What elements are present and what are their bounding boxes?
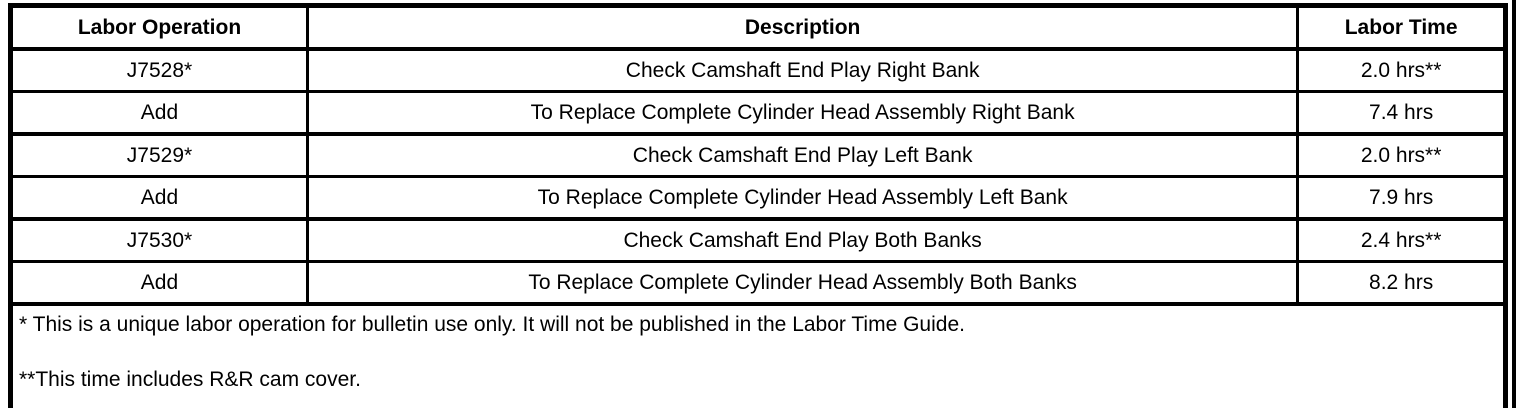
labor-operation-cell: Add xyxy=(9,260,309,306)
labor-time-cell: 7.4 hrs xyxy=(1296,90,1507,136)
description-cell: To Replace Complete Cylinder Head Assemb… xyxy=(305,90,1300,136)
labor-time-table: Labor Operation Description Labor Time J… xyxy=(8,3,1508,408)
table-row: J7530* Check Camshaft End Play Both Bank… xyxy=(9,217,1507,263)
labor-time-cell: 2.0 hrs** xyxy=(1296,132,1507,178)
labor-operation-cell: Add xyxy=(9,90,309,136)
description-cell: Check Camshaft End Play Right Bank xyxy=(305,47,1300,93)
table-row: Add To Replace Complete Cylinder Head As… xyxy=(9,175,1507,221)
labor-operation-cell: J7529* xyxy=(9,132,309,178)
labor-time-cell: 8.2 hrs xyxy=(1296,260,1507,306)
labor-time-cell: 2.0 hrs** xyxy=(1296,47,1507,93)
labor-operation-cell: J7528* xyxy=(9,47,309,93)
header-row: Labor Operation Description Labor Time xyxy=(9,4,1507,51)
column-header-labor-time: Labor Time xyxy=(1296,4,1507,51)
labor-operation-cell: J7530* xyxy=(9,217,309,263)
labor-time-cell: 2.4 hrs** xyxy=(1296,217,1507,263)
column-header-labor-operation: Labor Operation xyxy=(9,4,309,51)
labor-time-cell: 7.9 hrs xyxy=(1296,175,1507,221)
labor-operation-cell: Add xyxy=(9,175,309,221)
table-row: Add To Replace Complete Cylinder Head As… xyxy=(9,260,1507,306)
footnotes-cell: * This is a unique labor operation for b… xyxy=(9,302,1507,408)
table-row: Add To Replace Complete Cylinder Head As… xyxy=(9,90,1507,136)
footnotes-row: * This is a unique labor operation for b… xyxy=(9,302,1507,408)
description-cell: Check Camshaft End Play Both Banks xyxy=(305,217,1300,263)
footnote-bulletin-use: * This is a unique labor operation for b… xyxy=(19,313,965,336)
table-row: J7528* Check Camshaft End Play Right Ban… xyxy=(9,47,1507,93)
description-cell: Check Camshaft End Play Left Bank xyxy=(305,132,1300,178)
footnote-rr-cam-cover: **This time includes R&R cam cover. xyxy=(19,368,361,391)
page-border-line xyxy=(1512,0,1516,408)
description-cell: To Replace Complete Cylinder Head Assemb… xyxy=(305,175,1300,221)
column-header-description: Description xyxy=(305,4,1300,51)
description-cell: To Replace Complete Cylinder Head Assemb… xyxy=(305,260,1300,306)
table-row: J7529* Check Camshaft End Play Left Bank… xyxy=(9,132,1507,178)
